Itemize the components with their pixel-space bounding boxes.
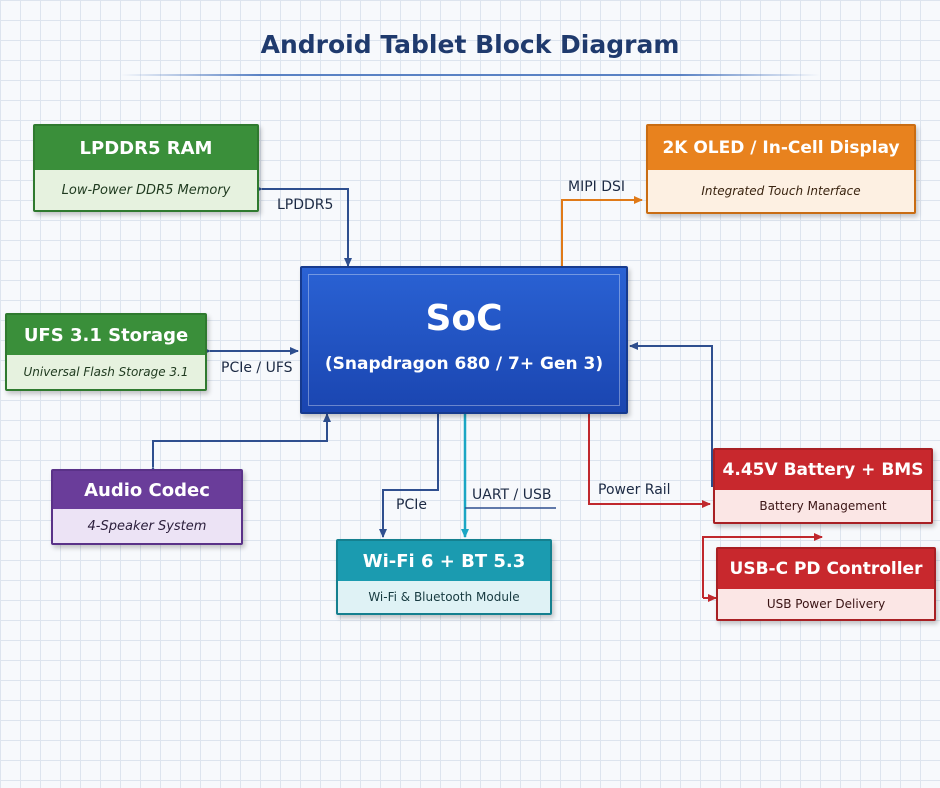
display-block[interactable]: 2K OLED / In-Cell Display Integrated Tou… xyxy=(646,124,916,214)
label-pcie-ufs: PCIe / UFS xyxy=(221,360,293,376)
usbc-title: USB-C PD Controller xyxy=(718,549,934,589)
battery-subtitle: Battery Management xyxy=(759,499,887,513)
storage-subtitle: Universal Flash Storage 3.1 xyxy=(23,365,189,379)
wire-power-rail xyxy=(585,406,711,508)
soc-inner-frame xyxy=(308,274,620,406)
storage-block[interactable]: UFS 3.1 Storage Universal Flash Storage … xyxy=(5,313,207,391)
wifi-title: Wi-Fi 6 + BT 5.3 xyxy=(338,541,550,581)
wire-usbc xyxy=(702,533,823,598)
wire-battery-soc xyxy=(629,342,713,487)
diagram-title: Android Tablet Block Diagram xyxy=(260,30,680,59)
audio-title: Audio Codec xyxy=(53,471,241,509)
wifi-block[interactable]: Wi-Fi 6 + BT 5.3 Wi-Fi & Bluetooth Modul… xyxy=(336,539,552,615)
label-lpddr5: LPDDR5 xyxy=(277,197,334,213)
display-subtitle: Integrated Touch Interface xyxy=(701,184,861,198)
wire-ram-soc xyxy=(254,185,352,267)
label-pcie: PCIe xyxy=(396,497,427,513)
label-uart-usb: UART / USB xyxy=(472,487,552,503)
storage-title: UFS 3.1 Storage xyxy=(7,315,205,355)
ram-block[interactable]: LPDDR5 RAM Low-Power DDR5 Memory xyxy=(33,124,259,212)
display-title: 2K OLED / In-Cell Display xyxy=(648,126,914,170)
audio-subtitle: 4-Speaker System xyxy=(87,518,207,534)
label-power-rail: Power Rail xyxy=(598,482,671,498)
soc-subtitle: (Snapdragon 680 / 7+ Gen 3) xyxy=(324,354,604,374)
wire-pcie-wifi xyxy=(379,406,442,538)
battery-title: 4.45V Battery + BMS xyxy=(715,450,931,490)
battery-block[interactable]: 4.45V Battery + BMS Battery Management xyxy=(713,448,933,524)
ram-title: LPDDR5 RAM xyxy=(35,126,257,170)
soc-block[interactable]: SoC (Snapdragon 680 / 7+ Gen 3) xyxy=(300,266,628,414)
wire-audio-soc xyxy=(149,413,331,475)
wifi-subtitle: Wi-Fi & Bluetooth Module xyxy=(368,590,520,604)
audio-block[interactable]: Audio Codec 4-Speaker System xyxy=(51,469,243,545)
soc-title: SoC xyxy=(425,298,503,339)
usbc-block[interactable]: USB-C PD Controller USB Power Delivery xyxy=(716,547,936,621)
title-underline xyxy=(120,74,820,76)
ram-subtitle: Low-Power DDR5 Memory xyxy=(61,182,231,198)
label-mipi-dsi: MIPI DSI xyxy=(568,179,626,195)
usbc-subtitle: USB Power Delivery xyxy=(766,597,886,611)
wire-display-soc xyxy=(558,196,643,274)
